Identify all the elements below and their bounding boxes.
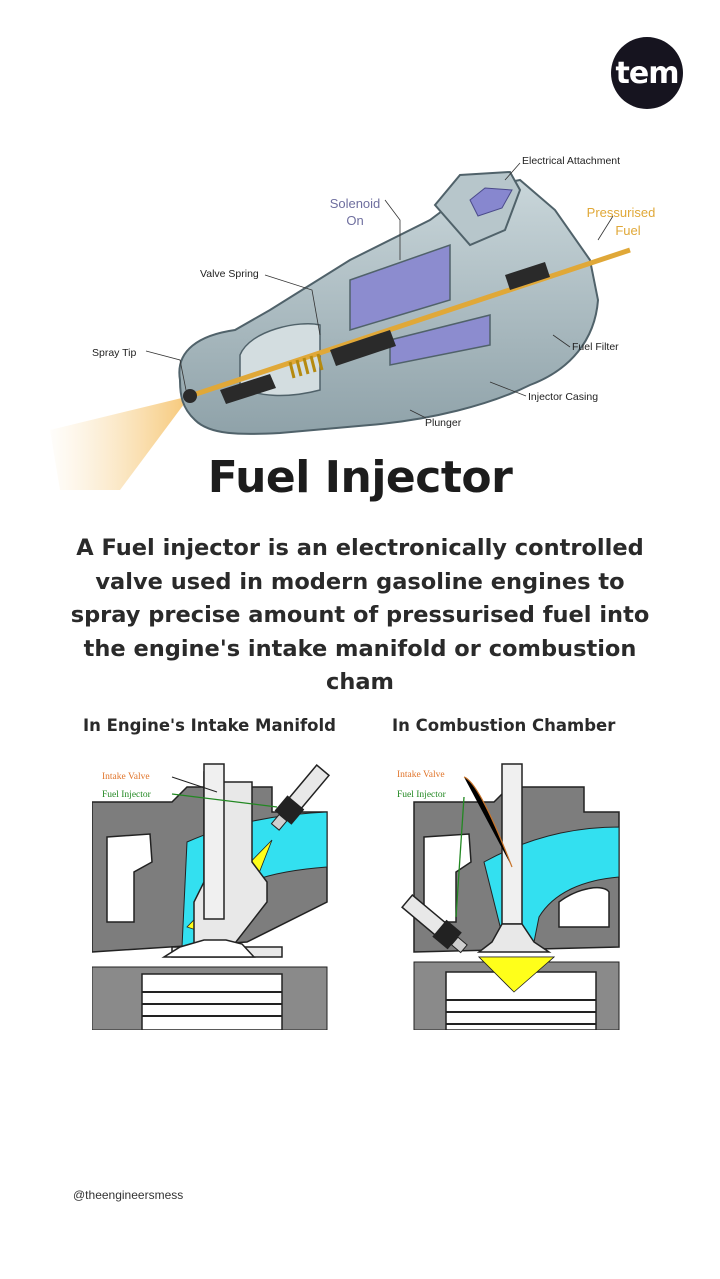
fuel-injector-label-right: Fuel Injector	[397, 790, 447, 800]
combustion-chamber-injection-diagram: Intake Valve Fuel Injector	[397, 763, 620, 1030]
solenoid-coil-lower	[389, 314, 491, 366]
spray-tip-label: Spray Tip	[92, 347, 137, 359]
plunger	[220, 374, 276, 404]
intake-manifold-injection-diagram: Intake Valve Fuel Injector	[92, 763, 331, 1030]
pressurised-label-line1: Pressurised	[587, 205, 656, 220]
author-handle: @theengineersmess	[73, 1188, 184, 1202]
intake-valve-label-left: Intake Valve	[102, 772, 150, 782]
solenoid-coil-upper	[349, 243, 451, 332]
pressurised-label-line2: Fuel	[615, 223, 640, 238]
spray-tip	[183, 389, 197, 403]
fuel-injector-label-left: Fuel Injector	[102, 790, 152, 800]
page-title: Fuel Injector	[207, 452, 513, 503]
plunger-label: Plunger	[425, 417, 462, 429]
caption-combustion-chamber: In Combustion Chamber	[392, 716, 616, 735]
intake-valve-label-right: Intake Valve	[397, 770, 445, 780]
fuel-spray-cone	[50, 396, 190, 490]
description-text: A Fuel injector is an electronically con…	[70, 535, 650, 695]
solenoid-label-line1: Solenoid	[330, 196, 381, 211]
valve-spring-label: Valve Spring	[200, 268, 259, 280]
fuel-injector-diagram: Electrical Attachment Solenoid On Pressu…	[50, 155, 656, 490]
fuel-line	[189, 247, 631, 399]
valve-spring	[288, 353, 324, 379]
brand-logo: tem	[611, 37, 683, 109]
injector-casing-label: Injector Casing	[528, 391, 598, 403]
solenoid-label-line2: On	[346, 213, 363, 228]
caption-intake-manifold: In Engine's Intake Manifold	[83, 716, 336, 735]
logo-text: tem	[615, 55, 680, 91]
electrical-attachment-label: Electrical Attachment	[522, 155, 620, 167]
fuel-filter-label: Fuel Filter	[572, 341, 619, 353]
